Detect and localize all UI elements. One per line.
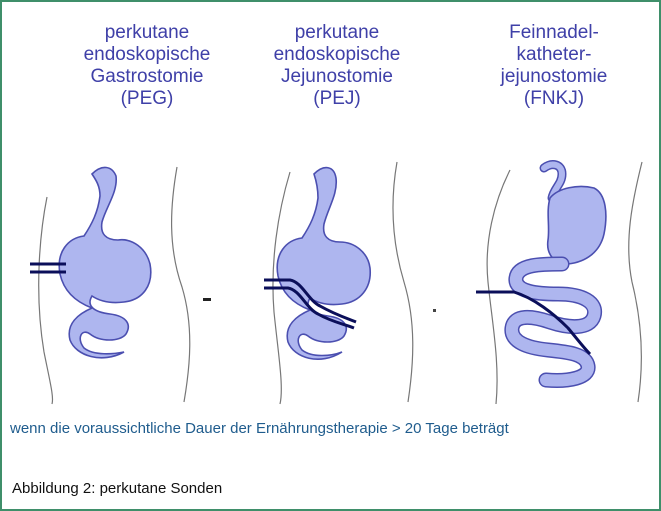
peg-illustration [30,167,211,404]
stomach [548,186,606,264]
abdominal-wall-right [172,167,190,402]
abdominal-wall-right [629,162,642,402]
stomach-intestine [59,167,151,357]
abdominal-wall-right [393,162,413,402]
abdominal-wall-left [39,197,53,404]
figure-label: Abbildung 2: perkutane Sonden [12,480,222,497]
dot-marker [433,309,436,312]
stomach-intestine [277,168,370,360]
dot-marker [203,298,211,301]
fnkj-illustration [476,162,642,404]
caption-condition: wenn die voraussichtliche Dauer der Ernä… [10,420,509,437]
abdominal-wall-left [487,170,510,404]
pej-illustration [264,162,436,404]
